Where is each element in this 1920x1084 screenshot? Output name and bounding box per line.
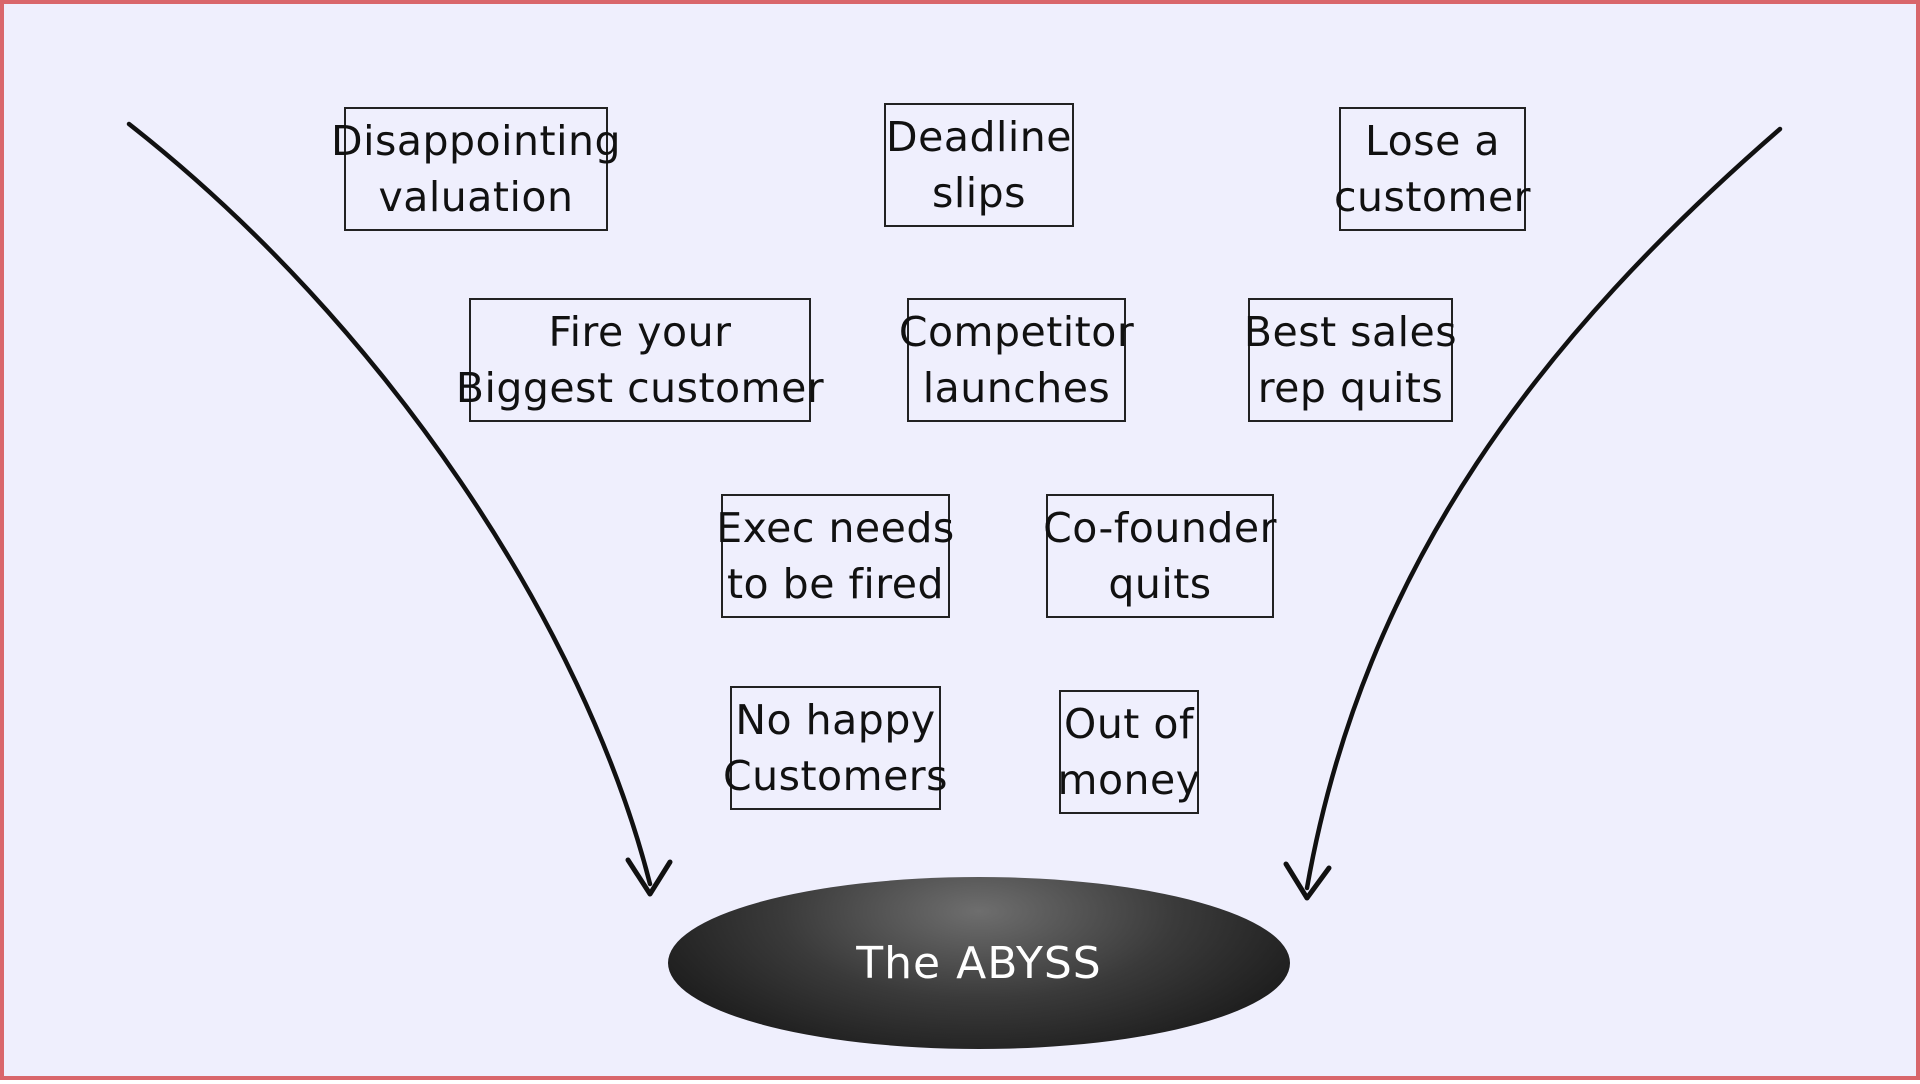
box-line: Exec needs (716, 504, 955, 552)
box-line: slips (931, 169, 1027, 217)
box-lose-a-customer: Lose a customer (1334, 107, 1531, 231)
box-competitor-launches: Competitor launches (899, 298, 1134, 422)
box-line: Disappointing (331, 117, 621, 165)
box-deadline-slips: Deadline slips (884, 103, 1074, 227)
box-line: Best sales (1243, 308, 1458, 356)
box-line: customer (1333, 173, 1532, 221)
left-arrow (126, 121, 653, 887)
abyss-ellipse: The ABYSS (668, 877, 1290, 1049)
right-arrow-head-icon (1283, 861, 1332, 901)
arrows-layer (126, 121, 1783, 901)
right-arrow (1304, 126, 1783, 891)
box-line: Lose a (1365, 117, 1500, 165)
left-arrow-head-icon (625, 857, 673, 897)
box-exec-needs-to-be-fired: Exec needs to be fired (716, 494, 954, 618)
box-no-happy-customers: No happy Customers (723, 686, 948, 810)
box-line: valuation (378, 173, 574, 221)
box-line: to be fired (726, 560, 944, 608)
box-line: Competitor (898, 308, 1135, 356)
box-line: launches (922, 364, 1111, 412)
box-line: Co-founder (1043, 504, 1277, 552)
box-disappointing-valuation: Disappointing valuation (331, 107, 620, 231)
box-out-of-money: Out of money (1057, 690, 1201, 814)
box-co-founder-quits: Co-founder quits (1043, 494, 1277, 618)
box-line: Biggest customer (455, 364, 825, 412)
box-line: Out of (1064, 700, 1194, 748)
box-fire-your-biggest-customer: Fire your Biggest customer (456, 298, 824, 422)
box-best-sales-rep-quits: Best sales rep quits (1244, 298, 1457, 422)
box-line: Customers (723, 752, 949, 800)
box-line: No happy (735, 696, 936, 744)
abyss-label: The ABYSS (856, 937, 1102, 989)
box-line: rep quits (1257, 364, 1444, 412)
box-line: quits (1108, 560, 1212, 608)
box-line: Fire your (548, 308, 732, 356)
box-line: Deadline (886, 113, 1072, 161)
box-line: money (1057, 756, 1201, 804)
